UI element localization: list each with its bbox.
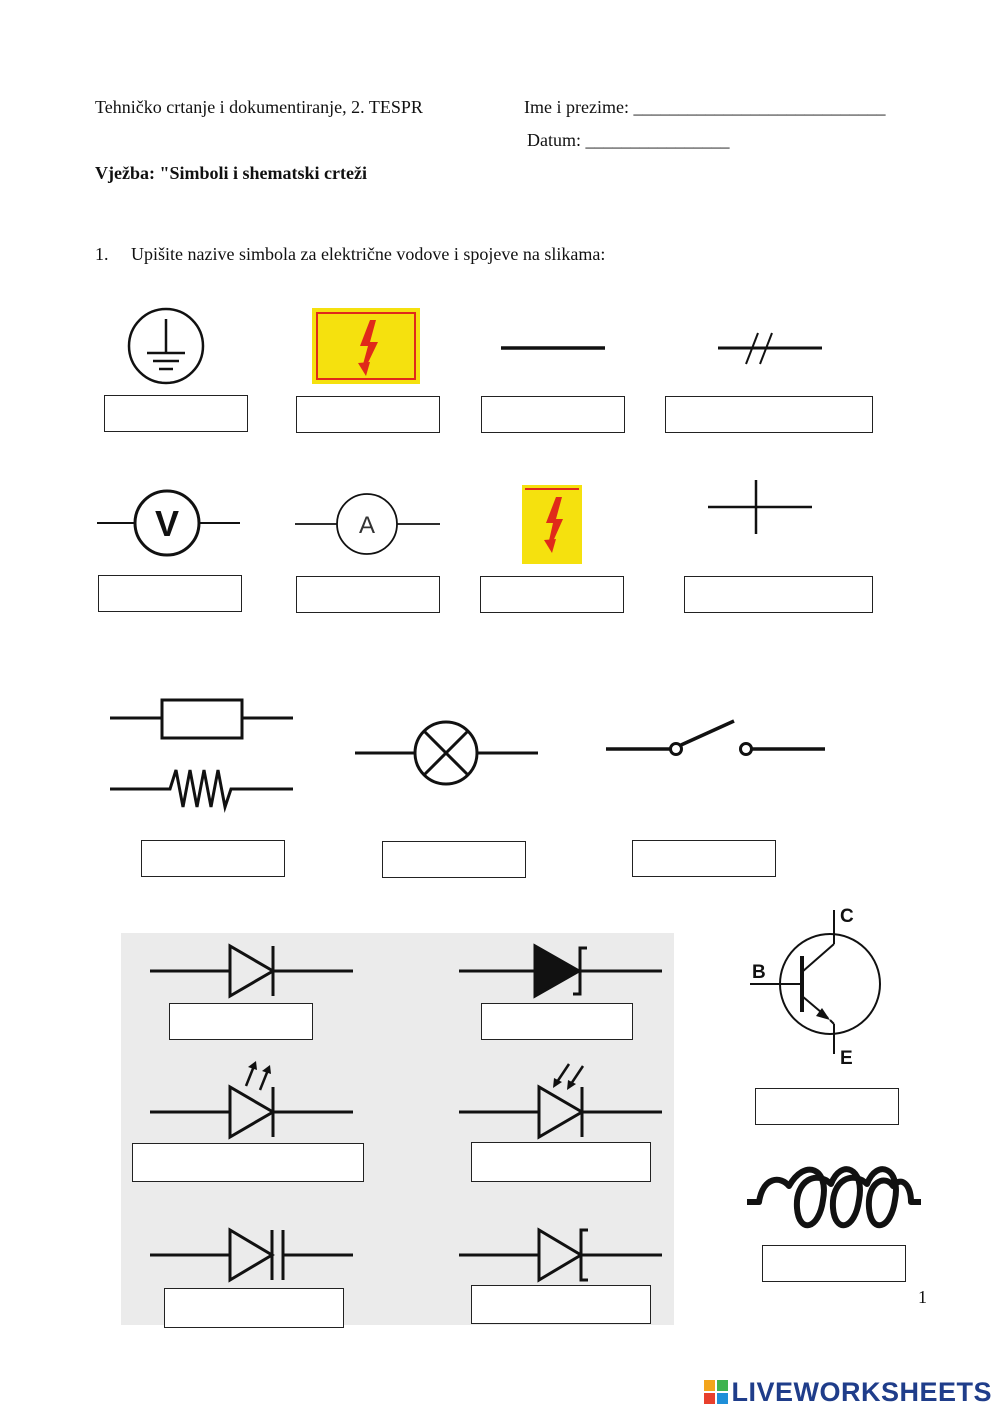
answer-input-18[interactable] (756, 1089, 898, 1124)
transistor-emitter-label: E (840, 1048, 853, 1069)
ammeter-letter: A (359, 512, 375, 539)
varicap-diode-icon (150, 1227, 353, 1283)
voltmeter-icon: V (97, 489, 240, 557)
answer-input-7[interactable] (481, 577, 623, 612)
answer-input-14[interactable] (133, 1144, 363, 1181)
photodiode-icon (459, 1063, 662, 1140)
exercise-title: Vježba: "Simboli i shematski crteži (95, 163, 367, 183)
course-title: Tehničko crtanje i dokumentiranje, 2. TE… (95, 97, 423, 117)
answer-box-photodiode[interactable] (471, 1142, 651, 1182)
answer-box-lamp[interactable] (382, 841, 526, 878)
answer-input-2[interactable] (297, 397, 439, 432)
answer-box-ground[interactable] (104, 395, 248, 432)
ammeter-icon: A (295, 493, 440, 555)
diode-icon (150, 943, 353, 999)
two-conductor-line-icon (718, 332, 822, 365)
answer-box-schottky[interactable] (481, 1003, 633, 1040)
danger-voltage-sign-icon (522, 485, 582, 564)
answer-input-17[interactable] (472, 1286, 650, 1323)
resistor-icon (110, 698, 293, 813)
answer-box-danger-sign[interactable] (480, 576, 624, 613)
crossing-conductors-icon (708, 480, 812, 534)
answer-box-voltmeter[interactable] (98, 575, 242, 612)
conductor-line-icon (501, 346, 605, 350)
logo-text: LIVEWORKSHEETS (731, 1376, 992, 1407)
earth-ground-icon (127, 307, 205, 385)
answer-box-inductor[interactable] (762, 1245, 906, 1282)
inductor-coil-icon (747, 1166, 921, 1229)
answer-input-4[interactable] (666, 397, 872, 432)
answer-box-led[interactable] (132, 1143, 364, 1182)
lamp-icon (355, 720, 538, 786)
switch-open-icon (606, 719, 825, 756)
answer-input-11[interactable] (633, 841, 775, 876)
answer-box-diode[interactable] (169, 1003, 313, 1040)
answer-input-6[interactable] (297, 577, 439, 612)
task-number: 1. (95, 244, 109, 264)
answer-box-high-voltage[interactable] (296, 396, 440, 433)
answer-box-switch[interactable] (632, 840, 776, 877)
answer-box-varicap[interactable] (164, 1288, 344, 1328)
transistor-collector-label: C (840, 906, 854, 927)
transistor-base-label: B (752, 962, 766, 983)
answer-input-19[interactable] (763, 1246, 905, 1281)
high-voltage-warning-icon (312, 308, 420, 384)
answer-box-transistor[interactable] (755, 1088, 899, 1125)
liveworksheets-logo: LIVEWORKSHEETS (704, 1377, 992, 1407)
voltmeter-letter: V (155, 503, 179, 544)
task-instruction: Upišite nazive simbola za električne vod… (131, 244, 606, 264)
answer-box-crossing[interactable] (684, 576, 873, 613)
name-field-label: Ime i prezime: _________________________… (524, 97, 886, 117)
logo-mark-icon (704, 1380, 729, 1404)
page-number: 1 (918, 1287, 927, 1307)
zener-diode-icon (459, 1227, 662, 1283)
led-icon (150, 1061, 353, 1140)
answer-input-13[interactable] (482, 1004, 632, 1039)
date-field-label: Datum: ________________ (527, 130, 730, 150)
answer-input-1[interactable] (105, 396, 247, 431)
answer-input-15[interactable] (472, 1143, 650, 1181)
answer-input-5[interactable] (99, 576, 241, 611)
answer-input-3[interactable] (482, 397, 624, 432)
answer-input-12[interactable] (170, 1004, 312, 1039)
answer-input-8[interactable] (685, 577, 872, 612)
answer-box-two-lines[interactable] (665, 396, 873, 433)
answer-input-10[interactable] (383, 842, 525, 877)
answer-input-16[interactable] (165, 1289, 343, 1327)
answer-input-9[interactable] (142, 841, 284, 876)
schottky-diode-icon (459, 943, 662, 999)
npn-transistor-icon: C B E (750, 906, 881, 1069)
answer-box-resistor[interactable] (141, 840, 285, 877)
answer-box-zener[interactable] (471, 1285, 651, 1324)
answer-box-ammeter[interactable] (296, 576, 440, 613)
answer-box-line[interactable] (481, 396, 625, 433)
